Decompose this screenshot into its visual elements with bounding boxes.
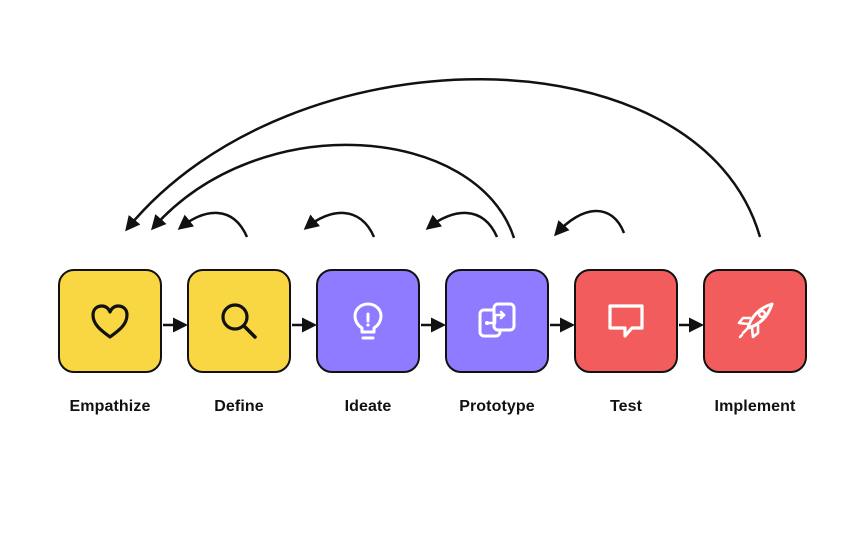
- stage-empathize: [58, 269, 162, 373]
- magnifier-icon: [221, 303, 257, 339]
- loop-arrow-implement-to-empathize: [125, 78, 762, 238]
- loop-arrow-ideate: [303, 211, 376, 238]
- prototype-cards-icon: [478, 302, 516, 338]
- stage-label-test: Test: [609, 398, 643, 415]
- stage-implement: [703, 269, 807, 373]
- stage-label-empathize: Empathize: [69, 398, 151, 415]
- stage-ideate: [316, 269, 420, 373]
- loop-arrow-prototype: [425, 211, 499, 238]
- loop-arrow-define: [177, 211, 249, 238]
- heart-icon: [91, 304, 129, 339]
- stage-prototype: [445, 269, 549, 373]
- rocket-icon: [737, 302, 774, 339]
- chat-bubble-icon: [608, 304, 644, 338]
- stage-label-prototype: Prototype: [459, 398, 535, 415]
- stage-test: [574, 269, 678, 373]
- loop-arrow-test: [553, 209, 626, 237]
- stage-define: [187, 269, 291, 373]
- loop-arrow-prototype-to-define: [151, 143, 516, 239]
- stage-label-implement: Implement: [714, 398, 796, 415]
- stage-label-ideate: Ideate: [344, 398, 392, 415]
- lightbulb-icon: [353, 302, 383, 340]
- stage-label-define: Define: [214, 398, 264, 415]
